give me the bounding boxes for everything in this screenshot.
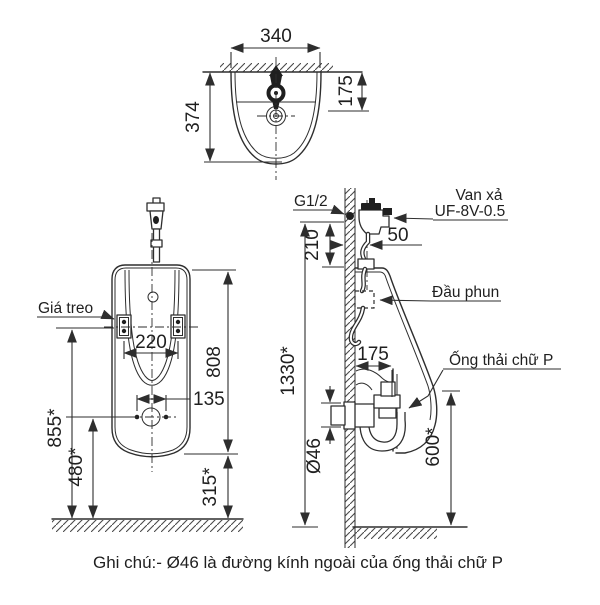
- flush-valve-front-view: [146, 197, 165, 263]
- trap-coupling-nut: [373, 394, 401, 409]
- dim-text-220: 220: [135, 332, 167, 353]
- valve-knob: [369, 198, 375, 203]
- pipe-stub-behind-wall: [330, 405, 346, 426]
- dim-374: 374: [183, 72, 282, 163]
- dim-808: 808: [184, 269, 238, 455]
- label-dau-phun: Đầu phun: [379, 284, 501, 306]
- front-view: Giá treo 220 135 808 315*: [37, 197, 244, 532]
- dim-135: 135: [136, 389, 225, 411]
- dim-315: 315*: [200, 455, 233, 519]
- bracket-label-text: Giá treo: [38, 300, 93, 317]
- label-gia-treo: Giá treo: [37, 300, 115, 320]
- flush-pipe-lower-inner: [361, 268, 366, 292]
- dim-text-600: 600*: [423, 427, 444, 467]
- inlet-hole: [147, 291, 159, 303]
- top-view: 340 374 175: [183, 26, 369, 180]
- trap-ceramic-curve-2: [355, 382, 373, 391]
- dim-text-175: 175: [336, 75, 357, 107]
- dim-175-side: 175: [355, 344, 393, 397]
- footnote-text: Ghi chú:- Ø46 là đường kính ngoài của ốn…: [93, 553, 503, 572]
- dim-text-374: 374: [183, 101, 204, 133]
- flush-valve-name-text: Van xả: [455, 187, 502, 204]
- dim-text-1330: 1330*: [278, 346, 299, 396]
- valve-body: [358, 209, 390, 235]
- floor-hatch-front-view: [52, 520, 243, 532]
- leader-line: [393, 213, 434, 224]
- dim-text-340: 340: [260, 26, 292, 47]
- valve-cap: [361, 203, 381, 210]
- mounting-bracket-right: [170, 314, 186, 339]
- urinal-front-inner-outline: [114, 267, 188, 455]
- leader-line: [100, 309, 115, 320]
- dim-480: 480*: [66, 416, 128, 519]
- spreader-hidden-outline: [354, 290, 375, 309]
- dim-text-808: 808: [204, 346, 225, 378]
- urinal-side-outer-outline: [354, 267, 438, 454]
- dim-text-o46: Ø46: [304, 438, 325, 474]
- dim-text-50: 50: [387, 225, 408, 246]
- dim-175-top: 175: [328, 72, 369, 112]
- flush-pipe-upper-inner: [361, 233, 369, 260]
- bracket-inner: [119, 317, 129, 336]
- p-trap-label-text: Ống thải chữ P: [449, 351, 553, 369]
- dim-340: 340: [230, 26, 321, 68]
- label-ong-thai: Ống thải chữ P: [408, 351, 561, 409]
- dim-1330: 1330*: [278, 223, 318, 528]
- valve-side-port: [383, 208, 392, 215]
- leader-line: [379, 295, 432, 306]
- bracket-hole: [175, 319, 181, 325]
- dim-o46: Ø46: [304, 386, 341, 474]
- valve-cap: [146, 202, 165, 212]
- trap-outlet-pipe: [353, 403, 375, 428]
- spreader-label-text: Đầu phun: [432, 284, 499, 301]
- dim-600: 600*: [423, 390, 460, 526]
- drain-tailpiece: [380, 381, 396, 397]
- dim-text-855: 855*: [45, 408, 66, 448]
- valve-button: [153, 216, 159, 224]
- bracket-outline: [116, 314, 132, 339]
- flush-valve-model-text: UF-8V-0.5: [435, 203, 506, 220]
- dim-220: 220: [123, 332, 179, 359]
- urinal-top-inner-outline: [234, 71, 318, 159]
- dim-50: 50: [330, 225, 422, 250]
- dim-text-175-side: 175: [357, 344, 389, 365]
- urinal-side-inner-outline: [355, 271, 432, 421]
- trap-inlet-leg: [378, 407, 397, 419]
- dim-855: 855*: [45, 327, 114, 519]
- urinal-front-outer-outline: [111, 264, 191, 458]
- flush-valve-side-view: [346, 198, 392, 347]
- label-van-xa: Van xả UF-8V-0.5: [393, 187, 508, 224]
- mounting-bracket-left: [116, 314, 132, 339]
- wall-hatch-side-view: [345, 188, 355, 548]
- dim-text-480: 480*: [66, 447, 87, 487]
- bracket-hole: [121, 328, 127, 334]
- dim-text-315: 315*: [200, 467, 221, 507]
- pipe-nut: [150, 239, 163, 248]
- bracket-hole: [121, 319, 127, 325]
- spreader-nozzle-curl-inner: [349, 307, 364, 345]
- p-trap: [330, 368, 406, 452]
- bracket-outline: [170, 314, 186, 339]
- inlet-thread-text: G1/2: [294, 193, 328, 210]
- bracket-inner: [173, 317, 183, 336]
- bracket-hole: [175, 328, 181, 334]
- label-g12: G1/2: [293, 193, 345, 215]
- wall-inlet-fitting: [346, 212, 354, 220]
- leader-line: [330, 204, 345, 215]
- leader-line: [408, 369, 444, 409]
- side-view: G1/2 Van xả UF-8V-0.5 Đầu phun Ống thải …: [278, 187, 561, 548]
- floor-hatch-side-view: [353, 528, 437, 539]
- dim-text-135: 135: [193, 389, 225, 410]
